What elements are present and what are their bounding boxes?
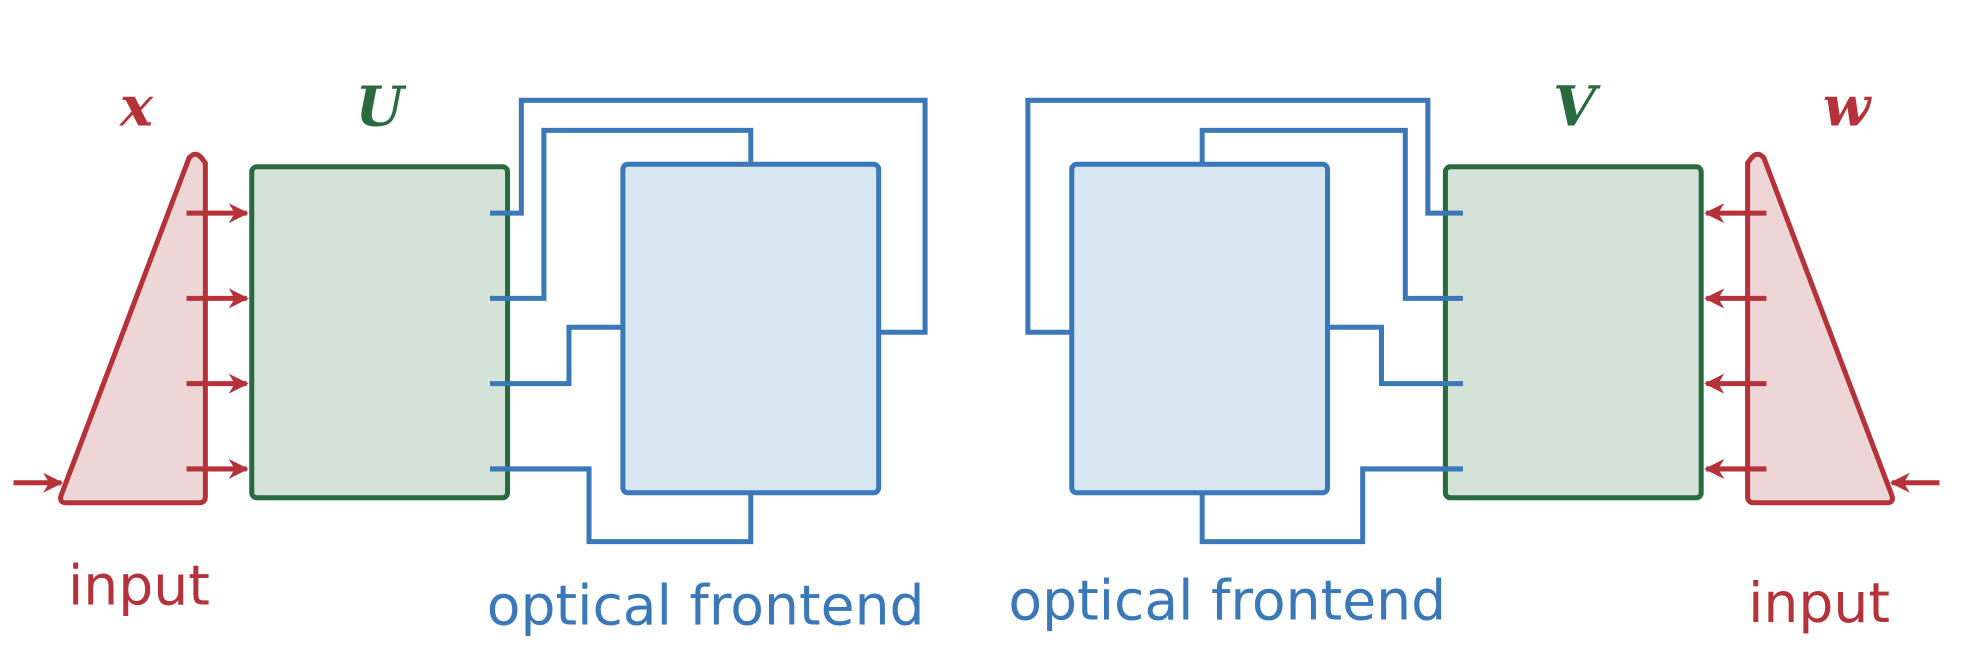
right-system: w V input optical frontend (1008, 74, 1940, 636)
optical-wires (1025, 97, 1463, 545)
input-trapezoid (58, 151, 208, 506)
matrix-box (249, 164, 511, 501)
matrix-variable: V (1553, 74, 1601, 139)
input-variable: w (1823, 74, 1873, 139)
input-label: input (68, 554, 210, 618)
input-arrows (1704, 203, 1767, 479)
input-trapezoid (1745, 151, 1895, 506)
input-variable: x (119, 74, 154, 139)
input-label: input (1748, 572, 1890, 636)
optical-frontend-label: optical frontend (487, 574, 925, 638)
input-arrows (186, 203, 249, 479)
optical-frontend-label: optical frontend (1008, 569, 1446, 633)
optical-wires (489, 97, 928, 545)
matrix-variable: U (356, 74, 407, 139)
optical-box (1069, 161, 1331, 496)
left-system: x U input optical frontend (13, 74, 928, 638)
optical-box (620, 161, 882, 496)
matrix-box (1442, 164, 1704, 501)
